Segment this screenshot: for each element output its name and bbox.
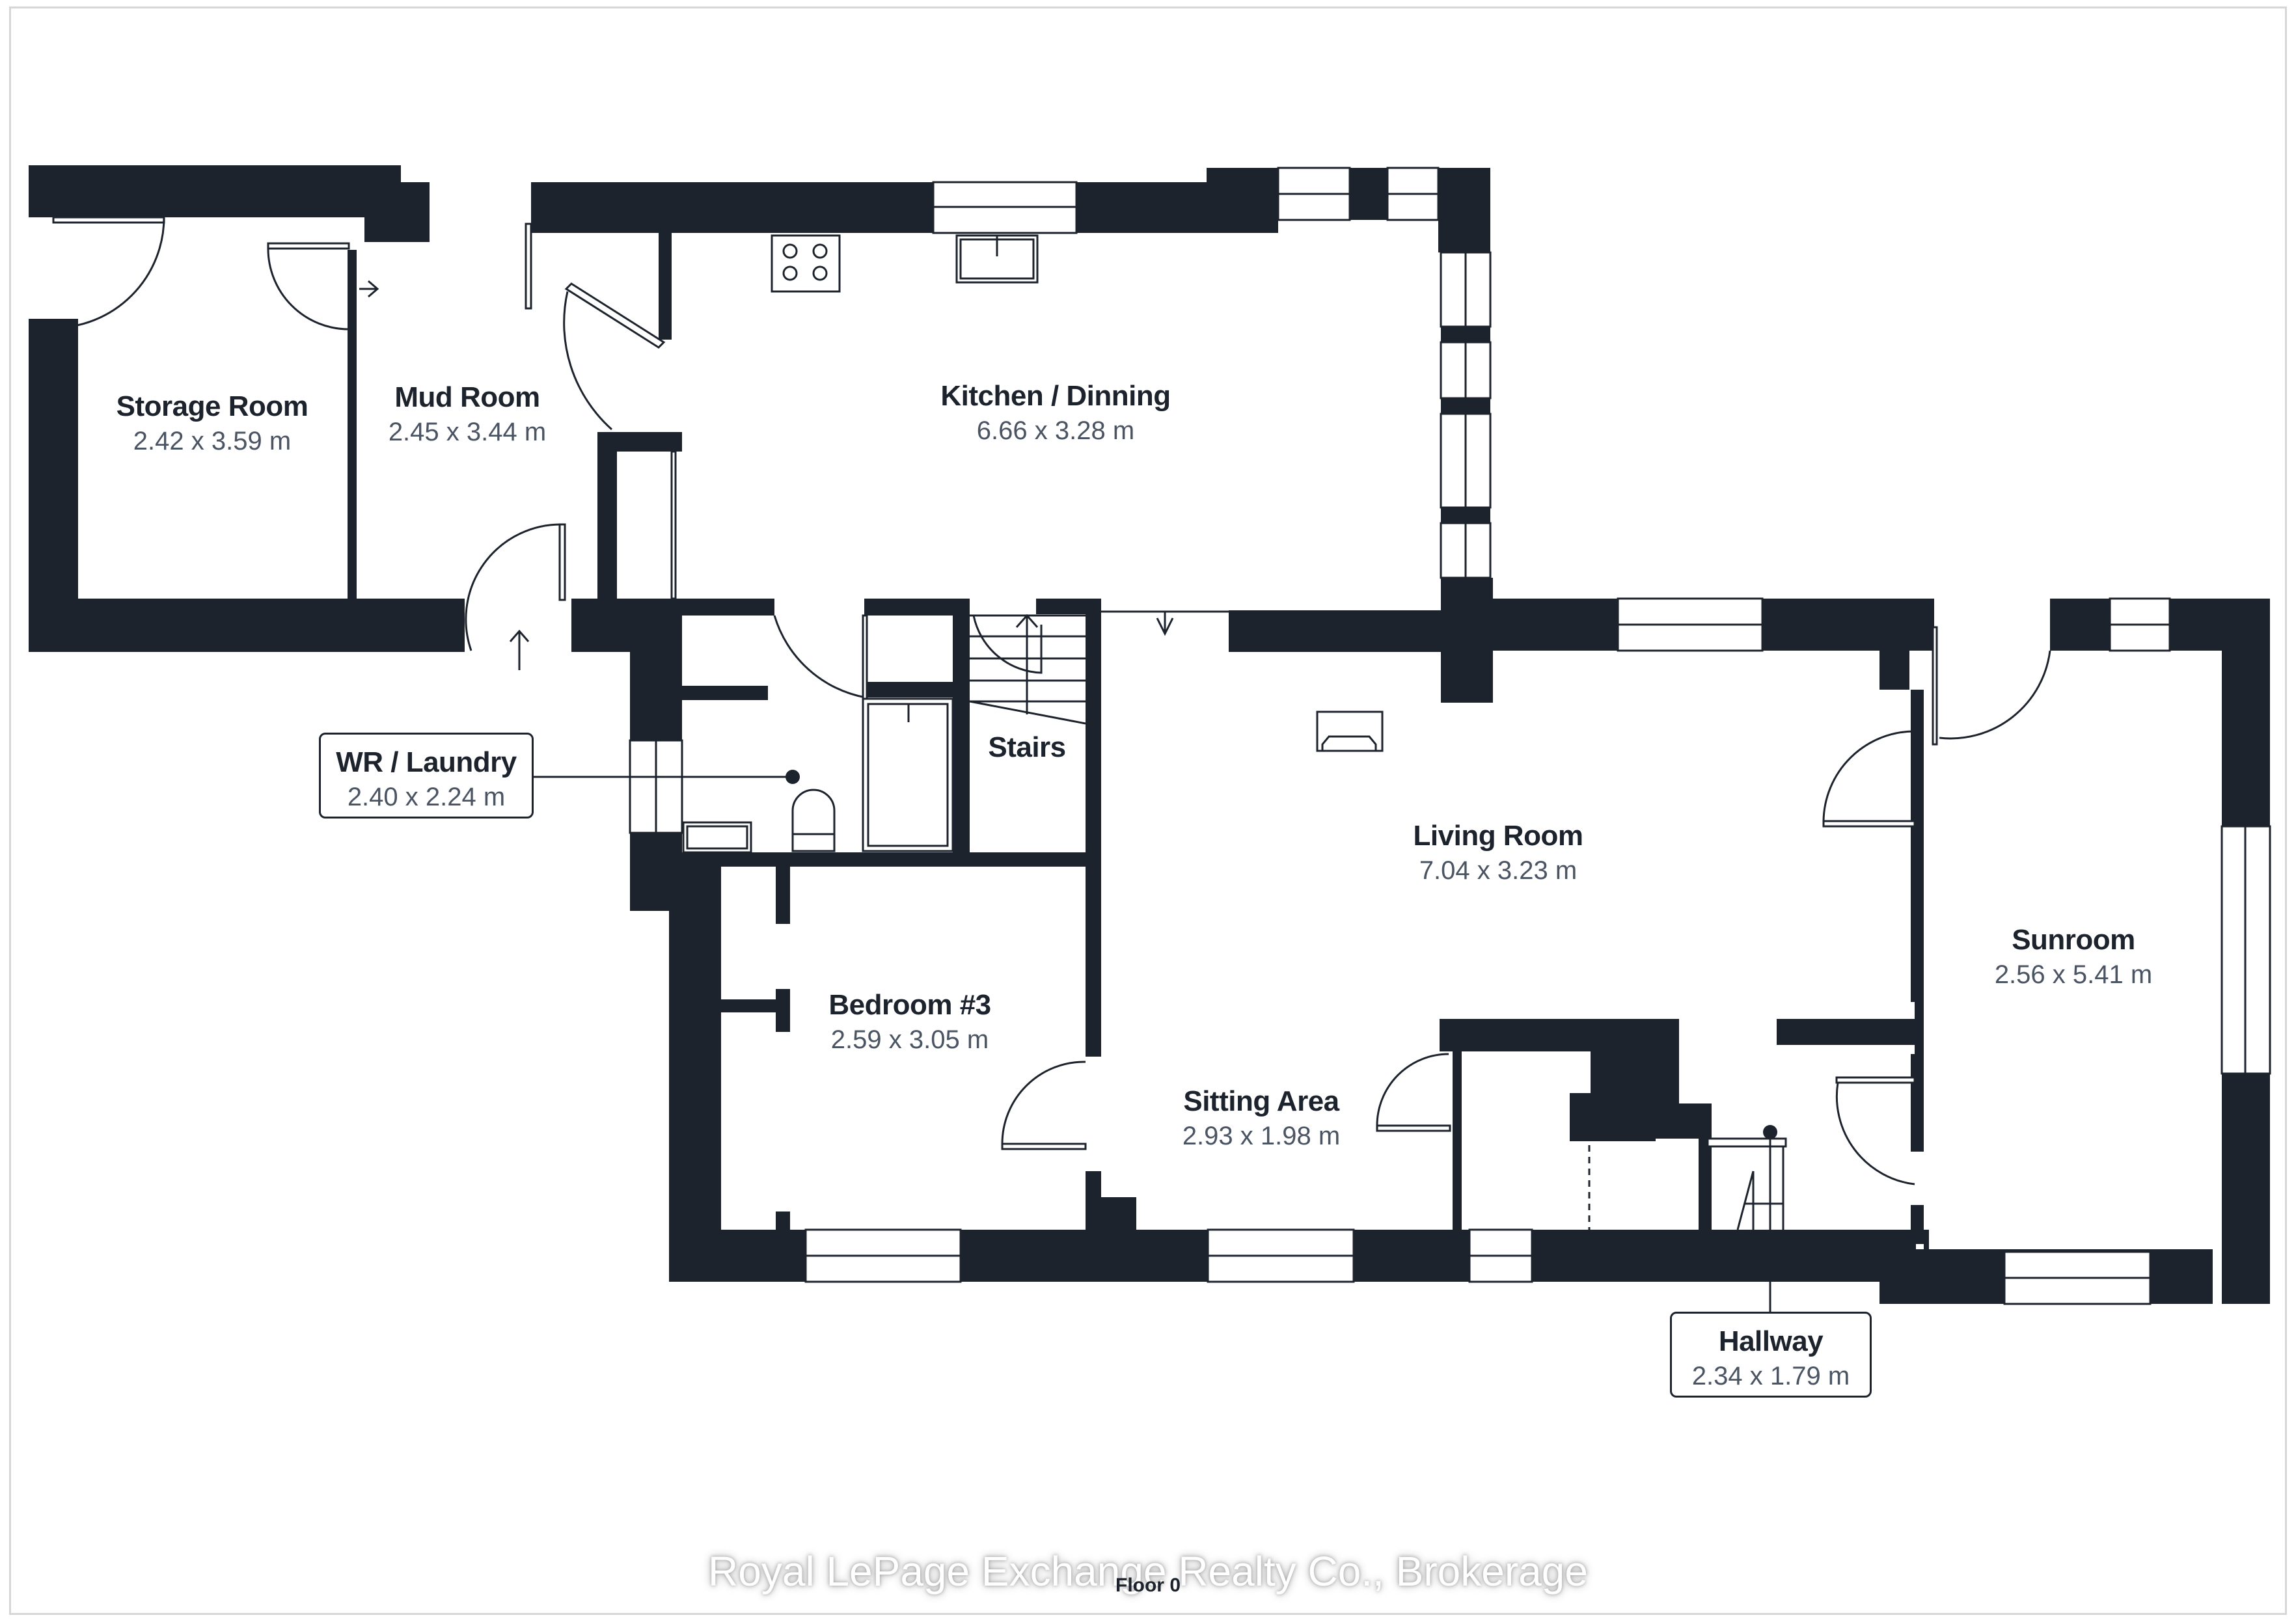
walls-kitchen xyxy=(525,167,1493,701)
door-living-sunroom xyxy=(1822,730,1916,828)
room-name: Storage Room xyxy=(116,390,308,422)
room-name: Hallway xyxy=(1718,1325,1824,1357)
door-sunroom-exterior xyxy=(1939,650,2051,740)
callout-wr-laundry: WR / Laundry 2.40 x 2.24 m xyxy=(319,733,534,819)
room-sitting-area: Sitting Area 2.93 x 1.98 m xyxy=(1182,1085,1340,1151)
room-storage-room: Storage Room 2.42 x 3.59 m xyxy=(116,390,308,456)
page-frame xyxy=(9,7,2287,1615)
door-wr xyxy=(773,614,868,700)
walls-living xyxy=(1101,597,1938,1244)
room-name: Sitting Area xyxy=(1183,1085,1339,1117)
shower-icon xyxy=(862,697,954,852)
room-dims: 2.34 x 1.79 m xyxy=(1691,1362,1850,1390)
entry-arrow-icon xyxy=(509,629,530,670)
room-name: Kitchen / Dinning xyxy=(940,380,1171,412)
room-bedroom-3: Bedroom #3 2.59 x 3.05 m xyxy=(828,989,991,1055)
door-storage-exterior xyxy=(52,216,165,329)
room-dims: 2.42 x 3.59 m xyxy=(133,427,292,455)
room-dims: 2.59 x 3.05 m xyxy=(830,1025,989,1054)
door-hall-sunroom xyxy=(1835,1076,1916,1185)
callout-leader-hallway xyxy=(1763,1125,1777,1313)
washer-icon xyxy=(682,821,752,854)
room-dims: 2.45 x 3.44 m xyxy=(388,418,547,446)
room-dims: 2.93 x 1.98 m xyxy=(1182,1122,1341,1150)
room-mud-room: Mud Room 2.45 x 3.44 m xyxy=(389,381,546,447)
stove-icon xyxy=(771,234,841,293)
walls-sunroom xyxy=(1924,597,2271,1304)
sink-icon xyxy=(955,234,1039,284)
callout-leader-wr xyxy=(534,770,800,784)
room-name: Sunroom xyxy=(2012,924,2135,956)
room-name: Living Room xyxy=(1413,820,1583,852)
door-bedroom xyxy=(1001,1061,1087,1150)
walls-bottom xyxy=(669,1228,2213,1305)
room-stairs: Stairs xyxy=(988,731,1066,764)
room-dims: 2.56 x 5.41 m xyxy=(1994,960,2153,989)
room-dims: 7.04 x 3.23 m xyxy=(1419,856,1578,885)
room-name: WR / Laundry xyxy=(336,746,517,778)
floor-label: Floor 0 xyxy=(1115,1575,1181,1596)
room-name: Mud Room xyxy=(394,381,540,413)
stairs-icon xyxy=(969,614,1086,725)
walls-middle xyxy=(571,599,1136,1282)
room-dims: 6.66 x 3.28 m xyxy=(976,416,1135,445)
door-sitting-hall xyxy=(1376,1053,1451,1132)
hall-stairs-icon xyxy=(1706,1137,1787,1230)
door-storage-mud xyxy=(267,242,350,331)
brokerage-watermark: Royal LePage Exchange Realty Co., Broker… xyxy=(708,1548,1588,1595)
toilet-icon xyxy=(791,789,836,852)
arrow-icon xyxy=(359,280,379,298)
room-name: Stairs xyxy=(988,731,1066,763)
fireplace-icon xyxy=(1316,710,1384,752)
room-kitchen-dinning: Kitchen / Dinning 6.66 x 3.28 m xyxy=(940,380,1171,446)
room-sunroom: Sunroom 2.56 x 5.41 m xyxy=(1995,924,2152,990)
room-living-room: Living Room 7.04 x 3.23 m xyxy=(1414,820,1583,886)
walls-hallway xyxy=(1440,1019,1915,1231)
callout-hallway: Hallway 2.34 x 1.79 m xyxy=(1670,1312,1872,1398)
door-kitchen-mud xyxy=(563,282,666,431)
room-name: Bedroom #3 xyxy=(828,989,991,1021)
door-mud-exterior xyxy=(465,523,566,670)
room-dims: 2.40 x 2.24 m xyxy=(347,783,506,811)
